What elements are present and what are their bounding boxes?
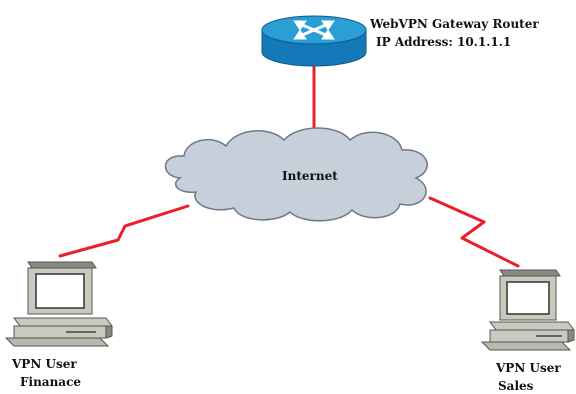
finance-workstation-icon — [4, 261, 113, 347]
router-ip-label: IP Address: 10.1.1.1 — [376, 35, 512, 49]
sales-user-title: VPN User — [496, 361, 561, 375]
cloud-to-finance-link — [58, 204, 190, 258]
cloud-icon — [164, 127, 428, 222]
sales-user-name: Sales — [498, 379, 534, 393]
sales-workstation-icon — [480, 269, 575, 351]
finance-user-name: Finanace — [20, 375, 82, 389]
router-arrows — [293, 20, 335, 40]
internet-label: Internet — [282, 169, 338, 183]
finance-user-title: VPN User — [12, 357, 77, 371]
cloud-to-sales-link — [428, 196, 520, 268]
cloud-shape — [164, 127, 428, 222]
router-icon — [261, 15, 367, 67]
router-name-label: WebVPN Gateway Router — [370, 17, 539, 31]
